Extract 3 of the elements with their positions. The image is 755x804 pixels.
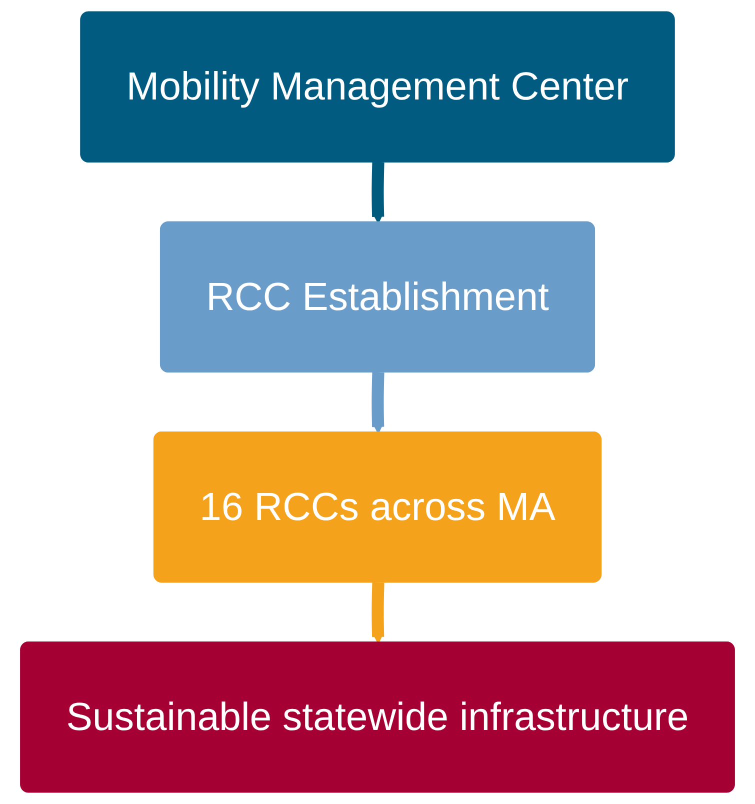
arrow [371,371,385,434]
arrow [371,581,385,644]
arrow [371,161,385,224]
